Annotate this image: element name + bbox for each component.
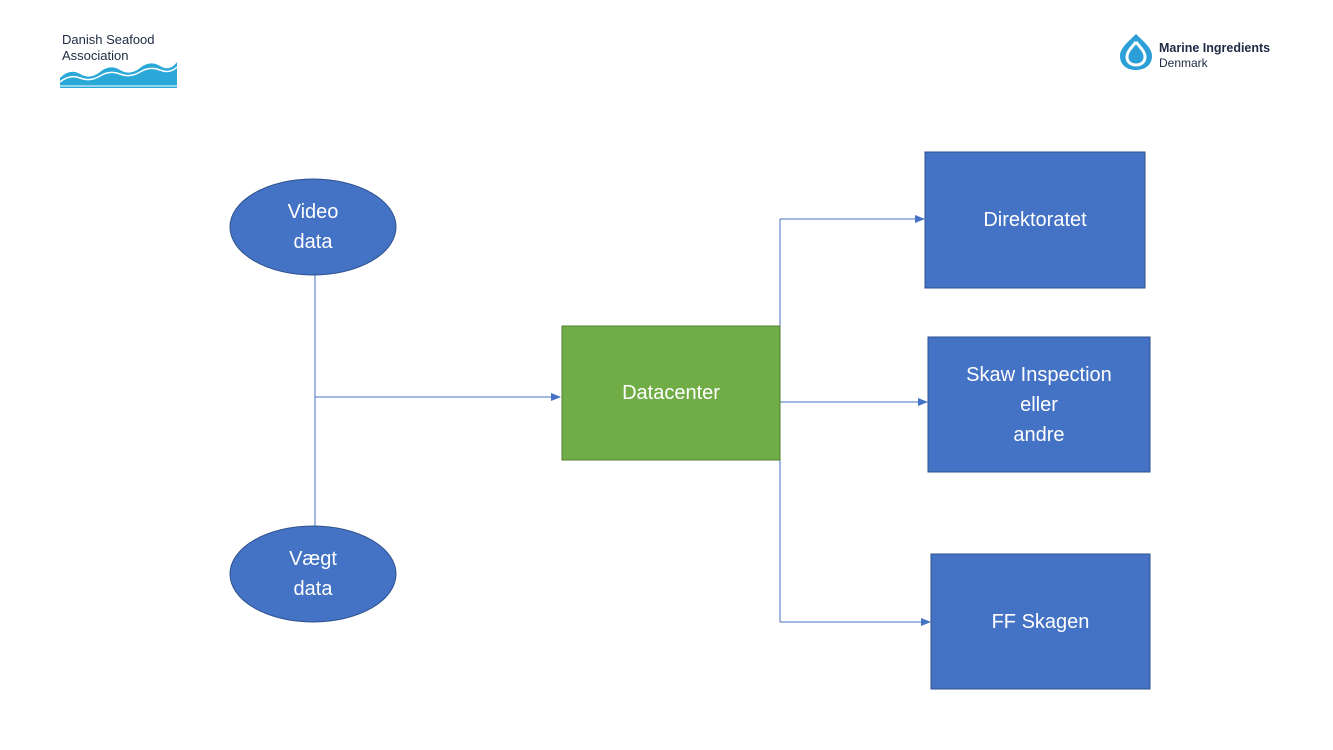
danish-seafood-association-logo: Danish Seafood Association [60, 30, 180, 90]
node-direktoratet [924, 151, 1146, 289]
node-ff-skagen [930, 553, 1151, 690]
node-vaegt-data [229, 525, 397, 623]
logo-right-name: Marine Ingredients [1159, 41, 1271, 55]
wave-logo-icon [60, 62, 178, 88]
logo-left-line1: Danish Seafood [62, 32, 155, 47]
marine-ingredients-denmark-logo: Marine Ingredients Denmark [1116, 32, 1296, 72]
logo-right-sub: Denmark [1159, 56, 1208, 70]
node-video-data [229, 178, 397, 276]
node-skaw-inspection [927, 336, 1151, 473]
node-datacenter [561, 325, 781, 461]
droplet-logo-icon [1120, 34, 1152, 70]
logo-left-line2: Association [62, 48, 129, 63]
